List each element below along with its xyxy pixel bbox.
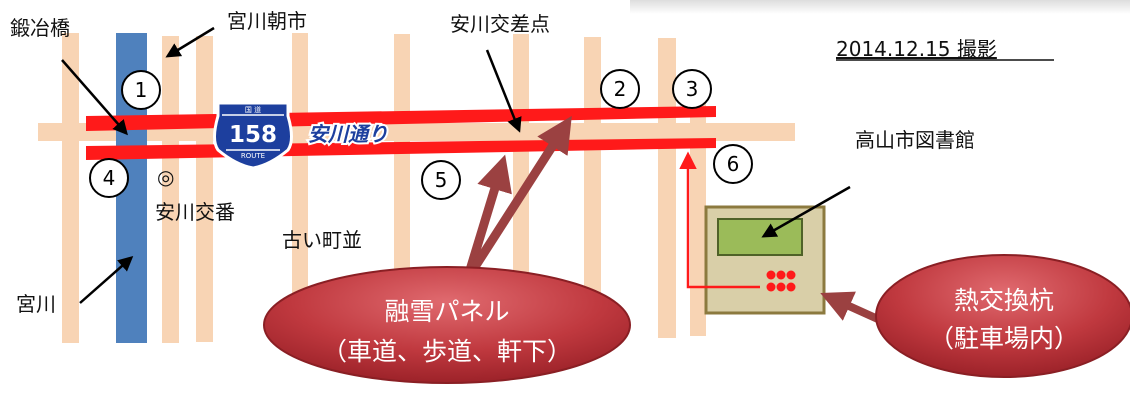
panel-arrow-2: [469, 115, 572, 273]
pile-subtitle: （駐車場内）: [929, 324, 1079, 353]
label-miyagawa: 宮川: [16, 292, 56, 316]
shield-bottom-text: ROUTE: [241, 152, 265, 160]
panel-subtitle: （車道、歩道、軒下）: [322, 337, 572, 366]
road-vertical-2: [162, 36, 179, 343]
road-vertical-3: [196, 36, 213, 342]
shield-route-number: 158: [229, 122, 277, 148]
arrow-library: [761, 185, 851, 238]
point-5: 5: [421, 160, 461, 200]
road-vertical-7: [584, 37, 601, 305]
point-5-label: 5: [435, 168, 448, 192]
road-vertical-4: [292, 33, 308, 333]
label-library: 高山市図書館: [855, 128, 975, 152]
label-yasukawa-kouban: 安川交番: [155, 200, 235, 224]
library-screen: [717, 218, 803, 256]
arrow-kajibashi: [61, 59, 128, 136]
label-furui-machinami: 古い町並: [282, 228, 362, 252]
label-kajibashi: 鍛冶橋: [10, 16, 70, 40]
label-yasukawa-kousaten: 安川交差点: [450, 12, 550, 36]
point-2-label: 2: [614, 77, 627, 101]
point-6: 6: [713, 144, 753, 184]
point-3-label: 3: [686, 77, 699, 101]
date-label: 2014.12.15 撮影: [836, 37, 997, 61]
arrow-asaichi: [165, 26, 215, 58]
panel-title: 融雪パネル: [384, 297, 509, 326]
panel-arrows: [465, 115, 572, 273]
top-shade: [630, 0, 1130, 14]
heat-pipe-arrow: [679, 151, 760, 289]
label-arrows: [61, 26, 851, 304]
road-vertical-1: [62, 33, 79, 343]
road-vertical-5: [394, 34, 410, 274]
panel-ellipse: 融雪パネル （車道、歩道、軒下）: [263, 266, 631, 384]
point-3: 3: [672, 69, 712, 109]
point-4: 4: [89, 158, 129, 198]
pile-ellipse: 熱交換杭 （駐車場内）: [875, 254, 1130, 378]
road-vertical-6: [513, 34, 529, 294]
point-4-label: 4: [103, 166, 116, 190]
point-1: 1: [121, 70, 161, 110]
point-2: 2: [600, 69, 640, 109]
point-6-label: 6: [727, 152, 740, 176]
point-1-label: 1: [135, 78, 148, 102]
numbered-points: 1 2 3 4 5 6: [89, 69, 753, 200]
arrow-miyagawa: [79, 256, 134, 304]
pile-title: 熱交換杭: [954, 286, 1054, 315]
panel-arrow-1: [465, 154, 512, 272]
police-box-symbol: ◎: [157, 165, 174, 189]
street-name-label: 安川通り: [308, 122, 388, 146]
arrow-kousaten: [485, 49, 522, 133]
label-miyagawa-asaichi: 宮川朝市: [227, 9, 307, 33]
route-158-shield: 国 道 158 ROUTE: [213, 101, 293, 170]
heat-pile-dots: [766, 270, 796, 292]
road-vertical-9: [690, 102, 706, 336]
shield-top-text: 国 道: [245, 105, 261, 114]
pile-arrow: [820, 291, 882, 324]
